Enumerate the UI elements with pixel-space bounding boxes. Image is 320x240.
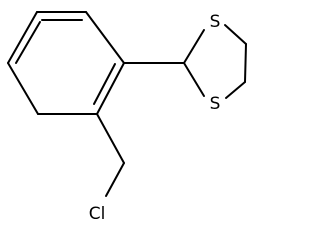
ring-bond-bottom-left bbox=[7, 62, 39, 115]
bond-c2-to-s-bottom bbox=[183, 62, 205, 97]
structure-canvas: S S Cl bbox=[7, 11, 247, 224]
bond-c2-to-s-top bbox=[183, 29, 205, 64]
bond-ch2-to-cl bbox=[105, 162, 125, 197]
sulfur-top-label: S bbox=[210, 12, 221, 32]
chloromethyl-group: Cl bbox=[89, 113, 125, 224]
molecule-structure: S S Cl bbox=[7, 11, 247, 224]
bond-ch2-to-ch2 bbox=[244, 43, 247, 83]
bond-s-top-to-ch2 bbox=[224, 24, 247, 45]
benzene-ring bbox=[7, 11, 125, 115]
ring-bond-top-left bbox=[7, 11, 38, 64]
ring-double-bond-left bbox=[15, 21, 41, 64]
ring-double-bond-right bbox=[93, 63, 116, 105]
ring-bond-top-right bbox=[85, 11, 125, 64]
ring-bond-right bbox=[96, 62, 125, 115]
bond-ch2-to-s-bottom bbox=[225, 81, 246, 99]
sulfur-bottom-label: S bbox=[210, 94, 221, 114]
bond-ring-to-ch2cl bbox=[96, 113, 125, 164]
dithiolane-ring: S S bbox=[183, 12, 247, 114]
chlorine-label: Cl bbox=[89, 204, 106, 224]
